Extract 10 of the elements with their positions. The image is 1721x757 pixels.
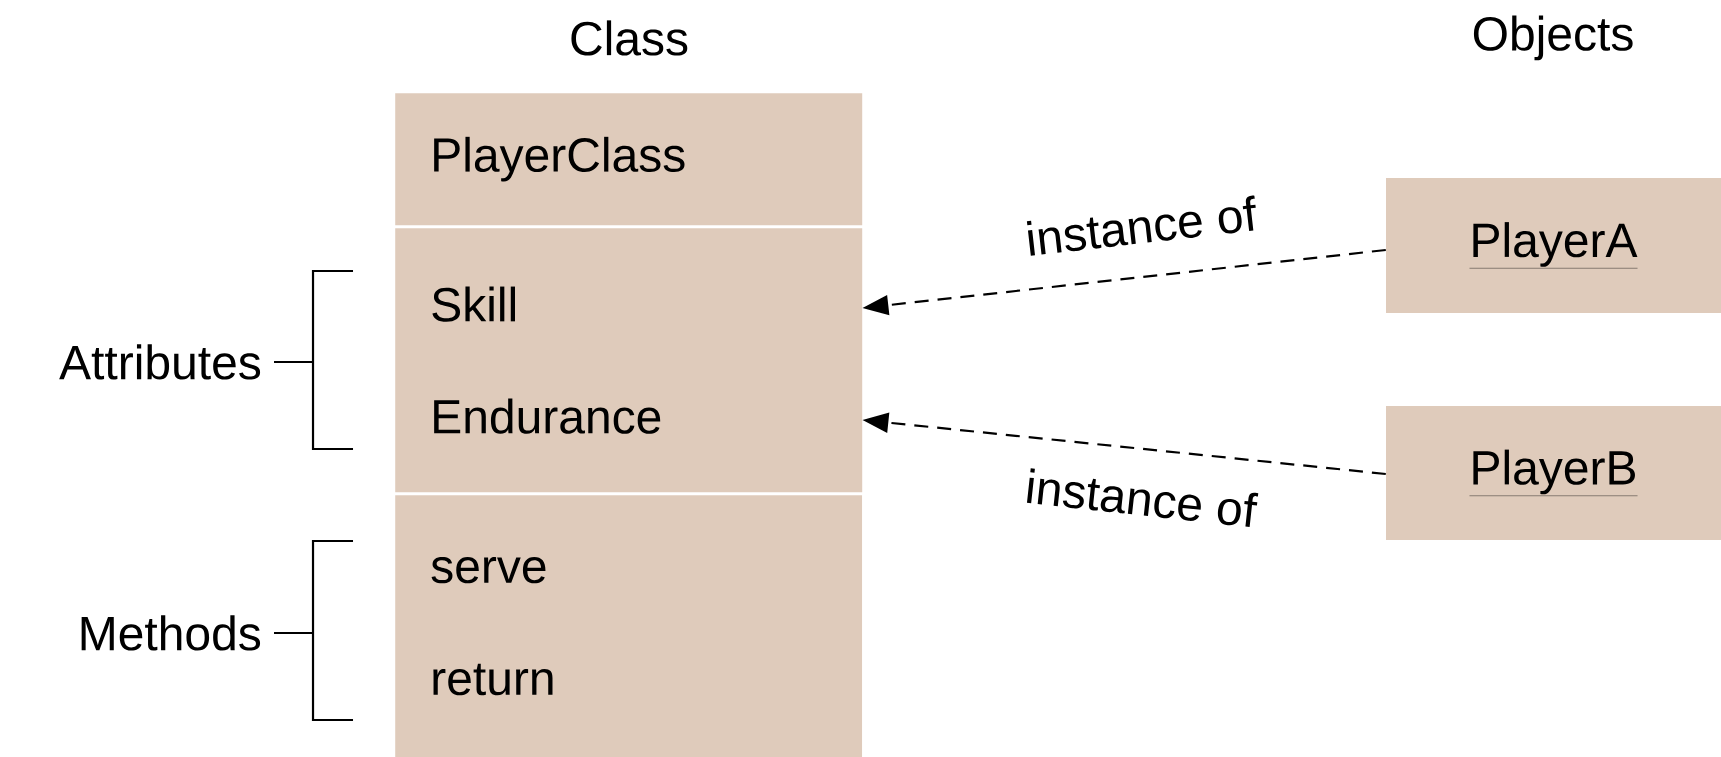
bracket-label: Methods	[81, 615, 261, 651]
edge-label: instance of	[1021, 193, 1261, 259]
column-heading: Objects	[1473, 15, 1633, 61]
bracket-label: Attributes	[59, 344, 261, 380]
object-box: PlayerB	[1386, 406, 1721, 540]
class-compartment: Skill Endurance	[395, 228, 863, 493]
object-box: PlayerA	[1386, 178, 1721, 313]
edge-label: instance of	[1021, 465, 1261, 531]
class-compartment: PlayerClass	[395, 93, 863, 226]
class-compartment: serve return	[395, 495, 863, 757]
